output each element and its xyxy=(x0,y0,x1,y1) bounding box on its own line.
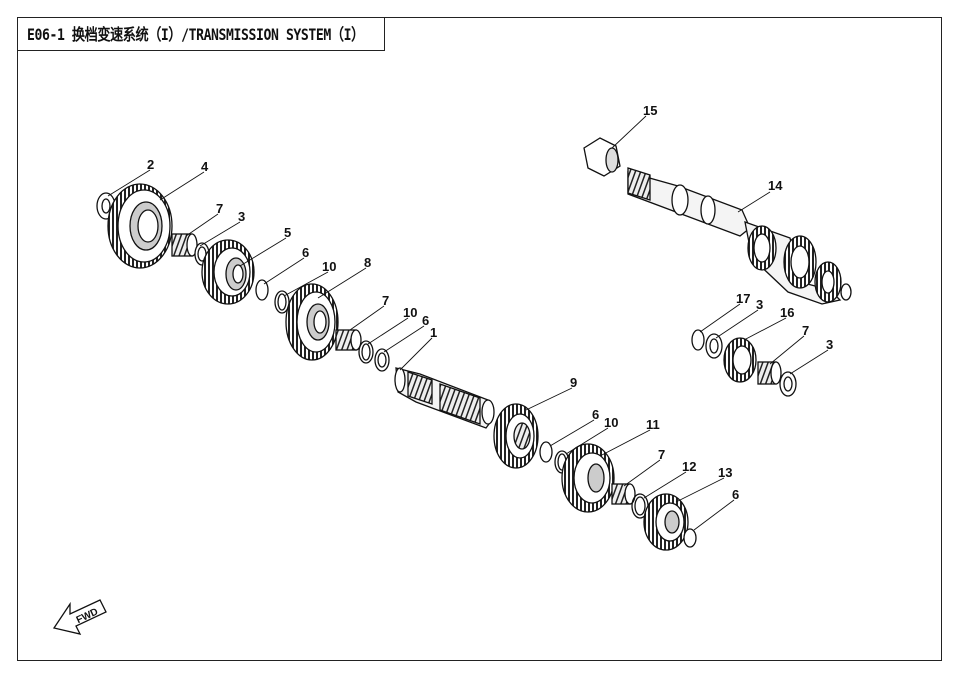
callout-4: 4 xyxy=(201,159,209,174)
callout-2: 2 xyxy=(147,157,154,172)
title-box xyxy=(17,17,385,51)
callout-13: 13 xyxy=(718,465,732,480)
callout-7d: 7 xyxy=(658,447,665,462)
callout-7c: 7 xyxy=(802,323,809,338)
callout-6a: 6 xyxy=(302,245,309,260)
callout-6c: 6 xyxy=(592,407,599,422)
right-cluster xyxy=(691,329,797,397)
main-shaft xyxy=(394,367,495,429)
bearing-7-lower xyxy=(611,483,649,519)
gear-8 xyxy=(285,283,339,361)
callout-5: 5 xyxy=(284,225,291,240)
gear-11 xyxy=(561,443,615,513)
callout-8: 8 xyxy=(364,255,371,270)
gear-5 xyxy=(201,239,255,305)
leader-lines xyxy=(107,115,829,531)
nut-15 xyxy=(583,137,621,177)
callout-3c: 3 xyxy=(826,337,833,352)
callout-3b: 3 xyxy=(756,297,763,312)
drawing-frame xyxy=(17,17,942,661)
callout-7a: 7 xyxy=(216,201,223,216)
callout-1: 1 xyxy=(430,325,437,340)
callout-7b: 7 xyxy=(382,293,389,308)
washers-6-10-upper xyxy=(255,279,290,314)
callout-6b: 6 xyxy=(422,313,429,328)
callout-labels: 15 14 2 4 7 3 5 6 10 8 7 10 6 1 17 3 16 … xyxy=(147,103,833,502)
gear-4 xyxy=(96,183,173,269)
bearing-7-middle xyxy=(335,329,390,372)
gear-13 xyxy=(643,493,697,551)
callout-10a: 10 xyxy=(322,259,336,274)
callout-6d: 6 xyxy=(732,487,739,502)
callout-11: 11 xyxy=(646,417,660,432)
gear-9 xyxy=(493,403,539,469)
callout-16: 16 xyxy=(780,305,794,320)
callout-3a: 3 xyxy=(238,209,245,224)
callout-17: 17 xyxy=(736,291,750,306)
callout-12: 12 xyxy=(682,459,696,474)
output-shaft xyxy=(627,167,852,305)
callout-10c: 10 xyxy=(604,415,618,430)
diagram-title: E06-1 换档变速系统（I）/TRANSMISSION SYSTEM（I） xyxy=(27,25,364,44)
callout-14: 14 xyxy=(768,178,783,193)
callout-15: 15 xyxy=(643,103,657,118)
fwd-arrow: FWD xyxy=(52,599,107,635)
callout-10b: 10 xyxy=(403,305,417,320)
callout-9: 9 xyxy=(570,375,577,390)
